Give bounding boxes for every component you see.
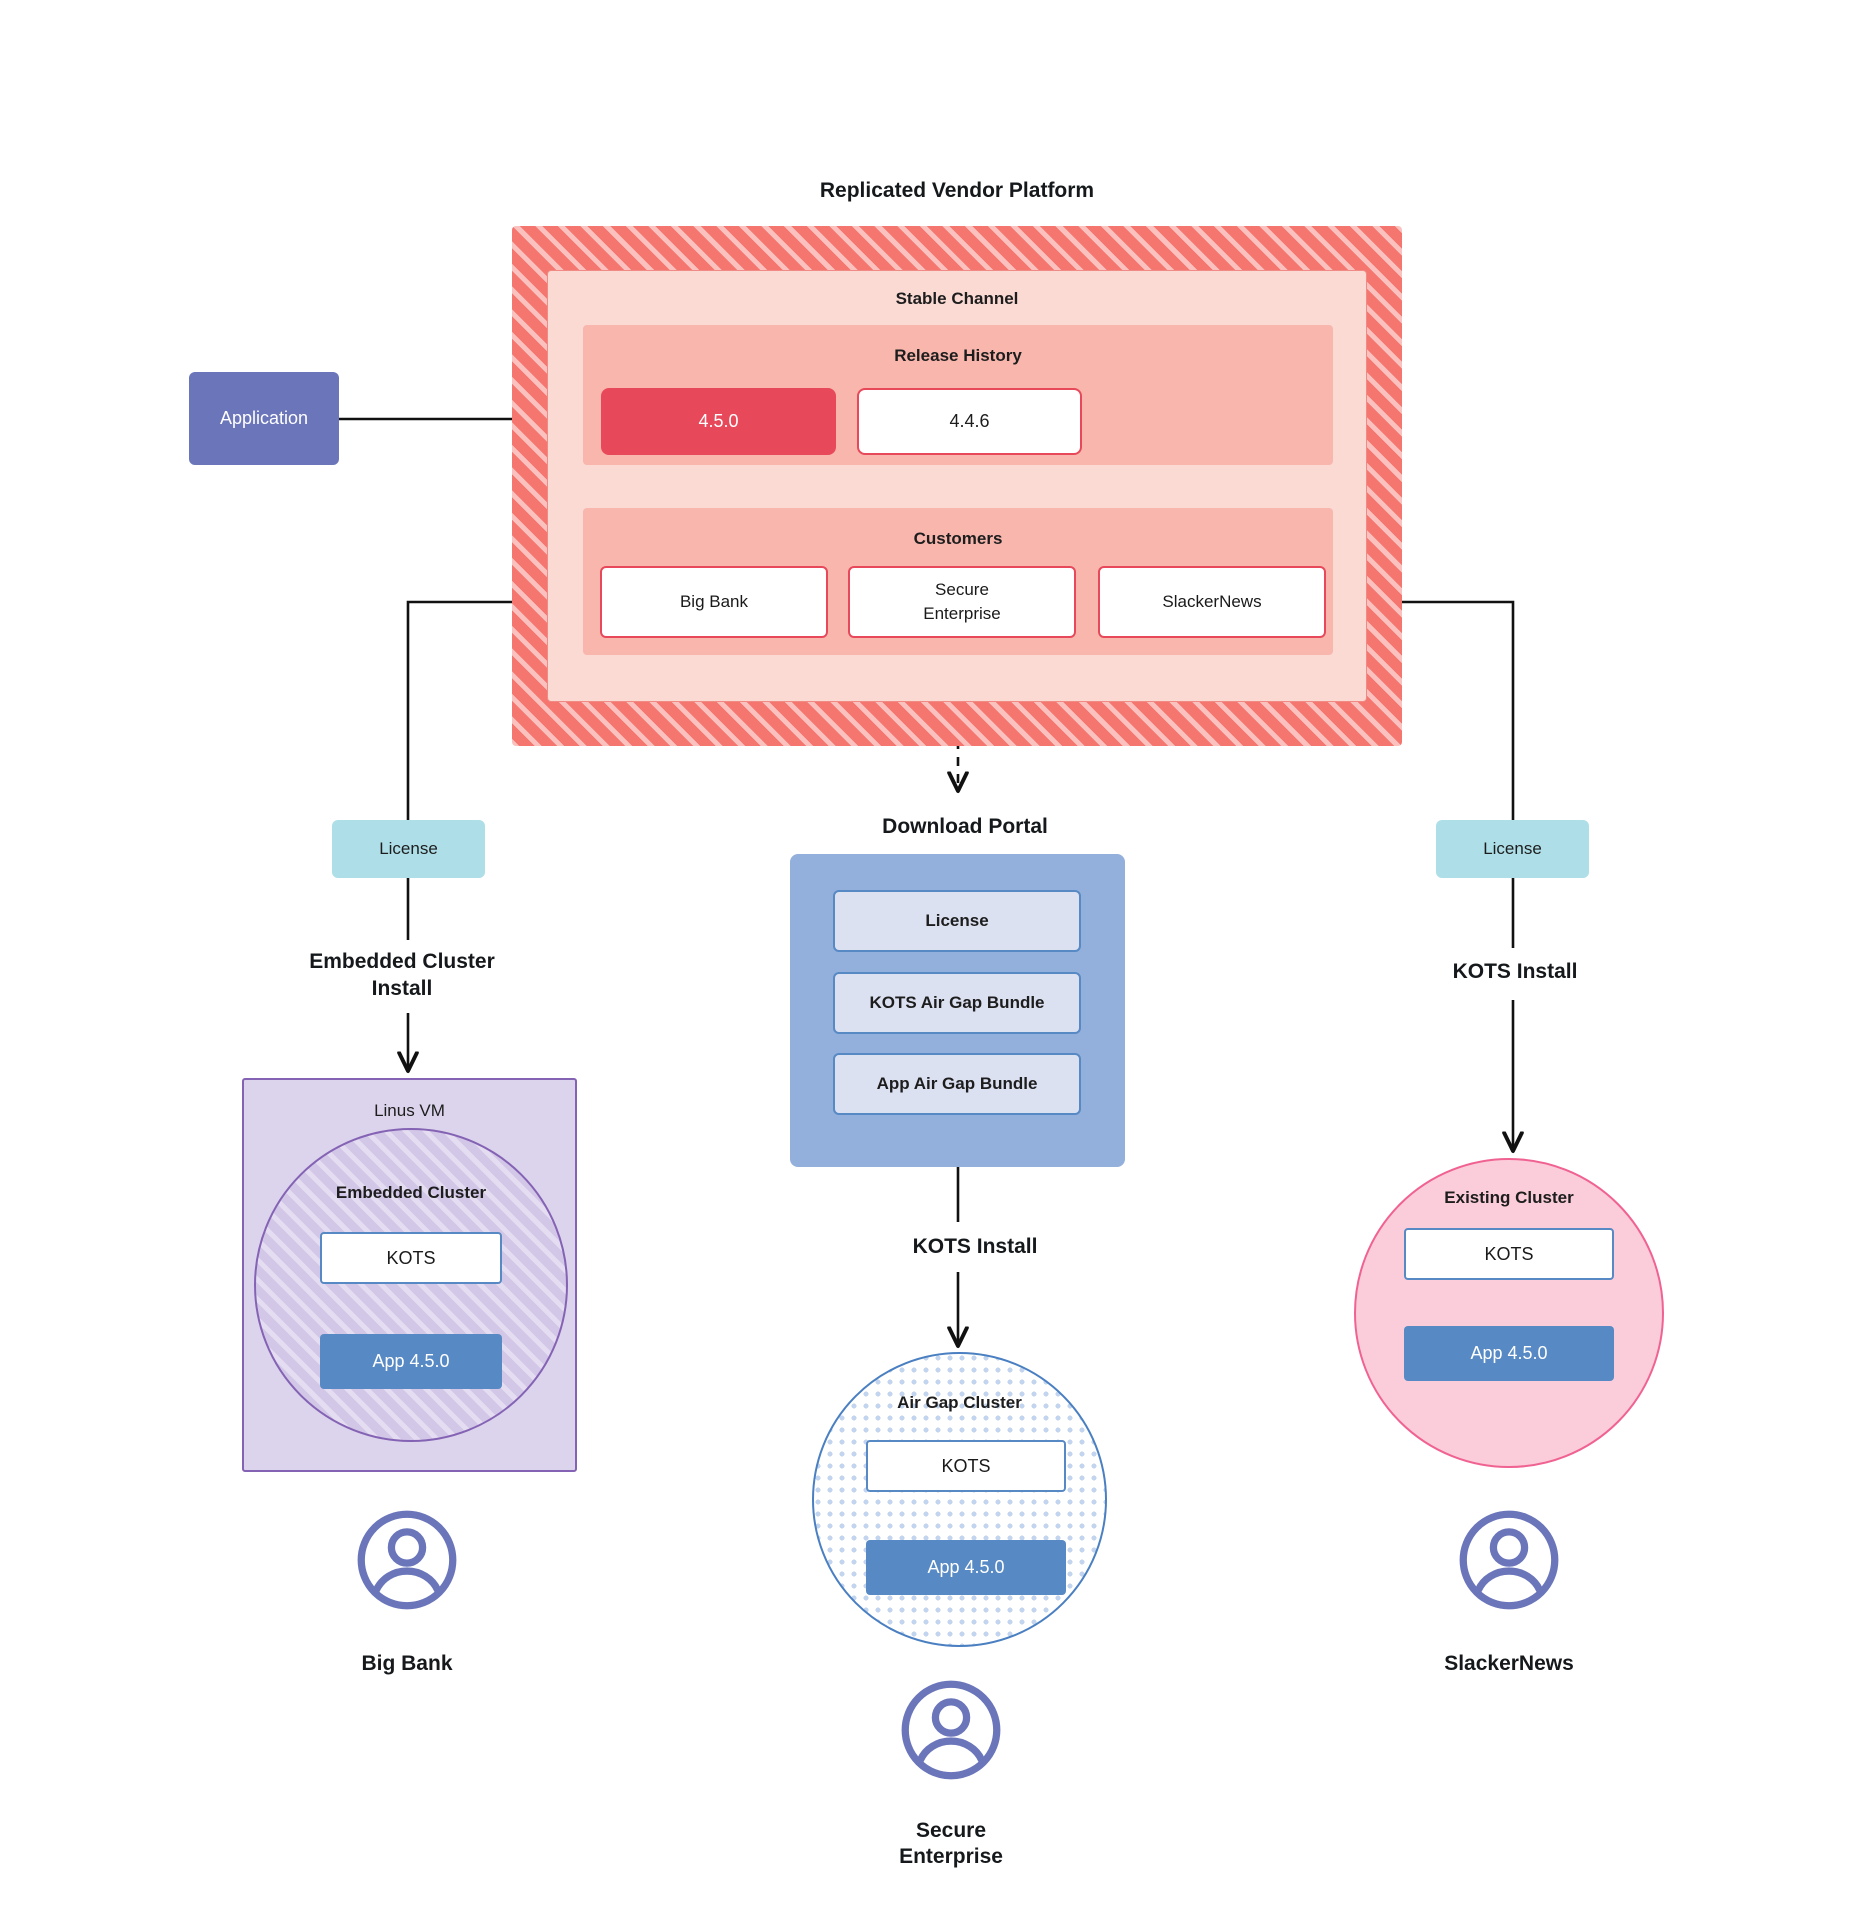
existing-cluster-app-box[interactable]: App 4.5.0 [1404,1326,1614,1381]
download-item-app-air-gap-bundle[interactable]: App Air Gap Bundle [833,1053,1081,1115]
air-gap-cluster-circle [812,1352,1107,1647]
customer-card-big-bank[interactable]: Big Bank [600,566,828,638]
embedded-cluster-circle [254,1128,568,1442]
download-item-kots-air-gap-bundle[interactable]: KOTS Air Gap Bundle [833,972,1081,1034]
stable-channel-label: Stable Channel [895,288,1019,308]
release-card-previous[interactable]: 4.4.6 [857,388,1082,455]
existing-cluster-circle [1354,1158,1664,1468]
user-avatar-icon [355,1508,459,1612]
persona-name-big-bank: Big Bank [361,1651,453,1675]
customers-label: Customers [913,528,1003,548]
air-gap-cluster-label: Air Gap Cluster [897,1392,1022,1412]
customer-card-slackernews[interactable]: SlackerNews [1098,566,1326,638]
label-kots-install-middle: KOTS Install [912,1235,1038,1259]
download-portal-title: Download Portal [882,815,1048,839]
label-kots-install-right: KOTS Install [1452,960,1578,984]
license-chip-left[interactable]: License [332,820,485,878]
license-chip-right[interactable]: License [1436,820,1589,878]
persona-name-slackernews: SlackerNews [1444,1651,1574,1675]
embedded-cluster-kots-box[interactable]: KOTS [320,1232,502,1284]
linux-vm-label: Linus VM [374,1100,445,1120]
download-item-license[interactable]: License [833,890,1081,952]
platform-title: Replicated Vendor Platform [819,179,1095,203]
embedded-cluster-label: Embedded Cluster [335,1182,487,1202]
embedded-cluster-app-box[interactable]: App 4.5.0 [320,1334,502,1389]
existing-cluster-label: Existing Cluster [1444,1187,1574,1207]
label-embedded-cluster-install: Embedded Cluster Install [309,949,495,1000]
air-gap-cluster-kots-box[interactable]: KOTS [866,1440,1066,1492]
persona-name-secure-enterprise: Secure Enterprise [899,1818,1003,1868]
existing-cluster-kots-box[interactable]: KOTS [1404,1228,1614,1280]
user-avatar-icon [1457,1508,1561,1612]
customer-card-secure-enterprise[interactable]: Secure Enterprise [848,566,1076,638]
air-gap-cluster-app-box[interactable]: App 4.5.0 [866,1540,1066,1595]
application-box[interactable]: Application [189,372,339,465]
release-history-label: Release History [894,345,1022,365]
user-avatar-icon [899,1678,1003,1782]
release-card-current[interactable]: 4.5.0 [601,388,836,455]
